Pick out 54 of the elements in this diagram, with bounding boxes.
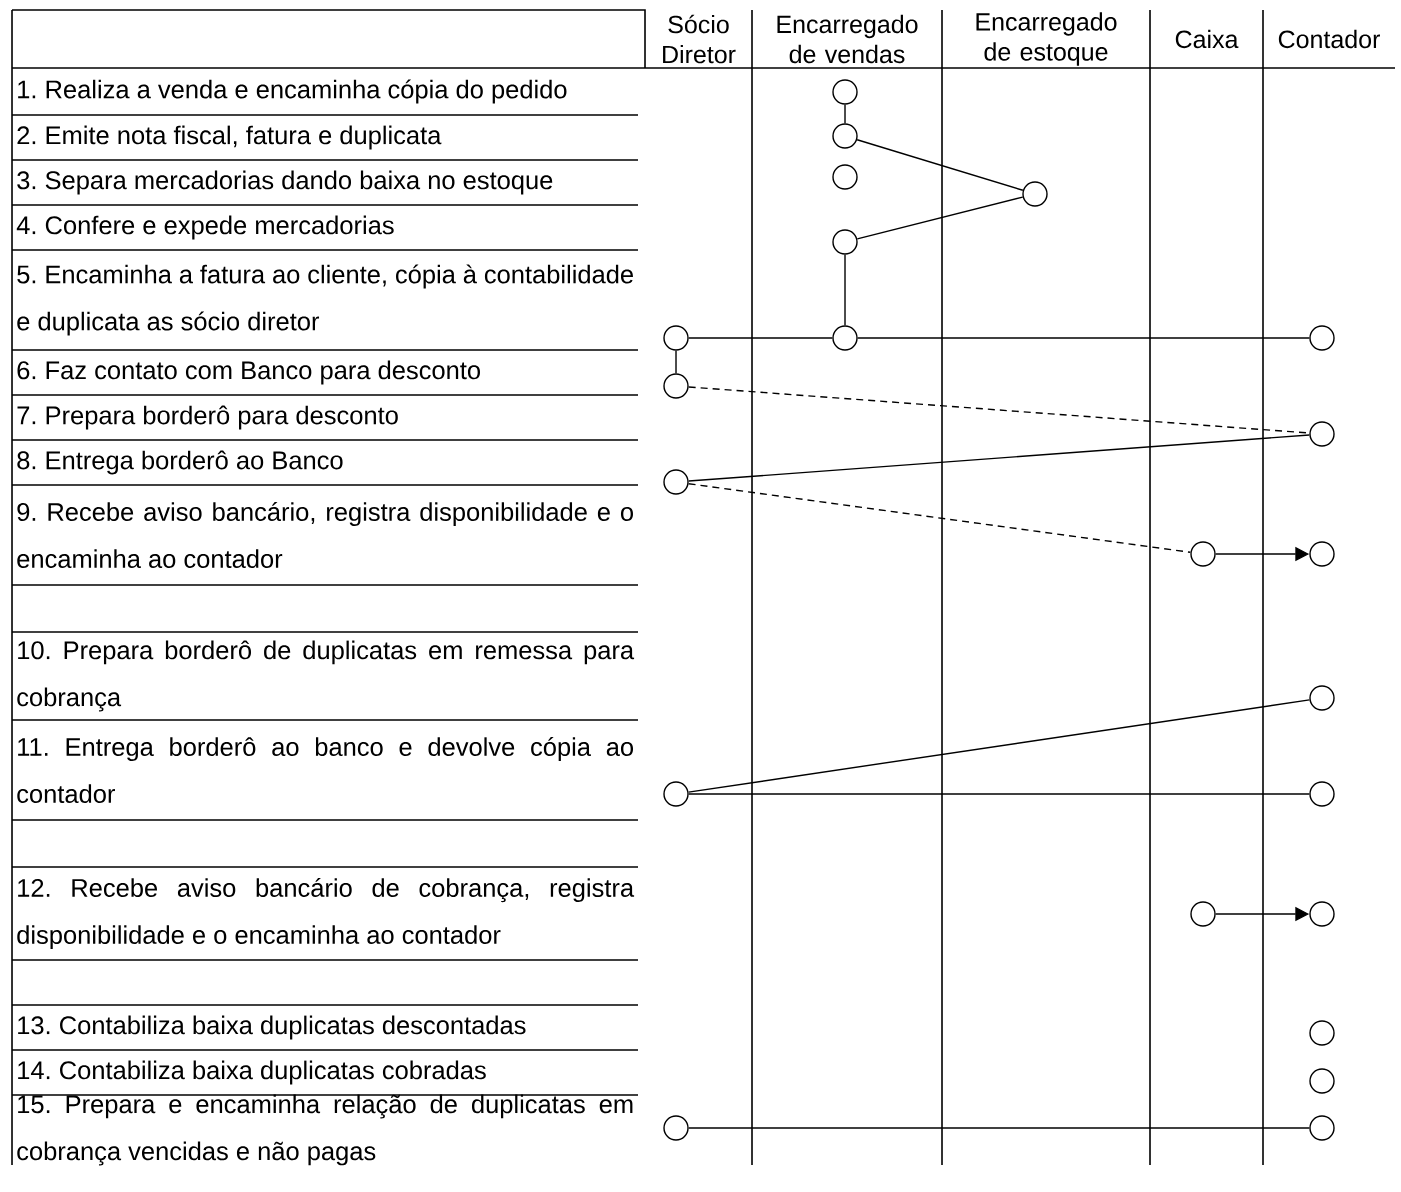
step-circle <box>1309 1115 1335 1141</box>
step-circle <box>663 469 689 495</box>
step-circle <box>663 373 689 399</box>
connector-line <box>856 196 1024 240</box>
step-text: 4. Confere e expede mercadorias <box>16 215 394 240</box>
step-circle <box>1309 1020 1335 1046</box>
step-text: 3. Separa mercadorias dando baixa no estoque <box>17 170 553 195</box>
step-circle <box>832 164 858 190</box>
step-circle <box>1309 901 1335 927</box>
connector-line <box>688 793 1310 795</box>
step-text: 1. Realiza a venda e encaminha cópia do pedido <box>18 79 567 104</box>
step-circle <box>1190 901 1216 927</box>
step-text: 14. Contabiliza baixa duplicatas cobradas <box>18 1060 486 1085</box>
step-circle <box>1022 181 1048 207</box>
connector-line <box>687 699 1311 793</box>
step-circle <box>1309 325 1335 351</box>
step-circle <box>1309 685 1335 711</box>
column-header: Encarregado de vendas <box>777 14 918 64</box>
column-header: Caixa <box>1175 29 1239 49</box>
step-text: 10. Prepara borderô de duplicatas em remessa para cobrança <box>17 640 635 712</box>
connector-line <box>687 434 1311 482</box>
step-text: 11. Entrega borderô ao banco e devolve cópia ao contador <box>17 737 633 803</box>
step-text: 2. Emite nota fiscal, fatura e duplicata <box>17 125 442 150</box>
step-circle <box>663 325 689 351</box>
connector-line <box>688 337 833 339</box>
step-text: 15. Prepara e encaminha relação de duplicatas em cobrança vencidas e não pagas <box>17 1094 633 1166</box>
step-text: 13. Contabiliza baixa duplicatas descontadas <box>18 1015 526 1040</box>
step-circle <box>1309 421 1335 447</box>
step-text: 5. Encaminha a fatura ao cliente, cópia à contabilidade e duplicata as sócio diretor <box>17 264 633 336</box>
step-circle <box>1190 541 1216 567</box>
step-circle <box>663 1115 689 1141</box>
connector-line <box>857 337 1310 339</box>
connector-line <box>856 139 1024 191</box>
connector-line <box>844 254 846 326</box>
step-text: 12. Recebe aviso bancário de cobrança, registra disponibilidade e o encaminha ao contador <box>17 877 635 950</box>
connector-line <box>675 350 677 374</box>
step-text: 7. Prepara borderô para desconto <box>17 405 398 430</box>
column-header: Contador <box>1278 29 1380 49</box>
step-circle <box>1309 781 1335 807</box>
connector-line <box>844 104 846 124</box>
step-circle <box>832 229 858 255</box>
step-text: 8. Entrega borderô ao Banco <box>17 450 343 475</box>
connector-line <box>687 483 1192 553</box>
step-circle <box>1309 1068 1335 1094</box>
step-circle <box>832 79 858 105</box>
connector-line <box>688 1127 1310 1129</box>
step-circle <box>832 123 858 149</box>
step-text: 9. Recebe aviso bancário, registra disponibilidade e o encaminha ao contador <box>17 502 633 568</box>
step-circle <box>1309 541 1335 567</box>
step-text: 6. Faz contato com Banco para desconto <box>17 360 480 385</box>
column-header: Sócio Diretor <box>663 14 736 64</box>
column-header: Encarregado de estoque <box>976 12 1117 66</box>
step-circle <box>832 325 858 351</box>
step-circle <box>663 781 689 807</box>
